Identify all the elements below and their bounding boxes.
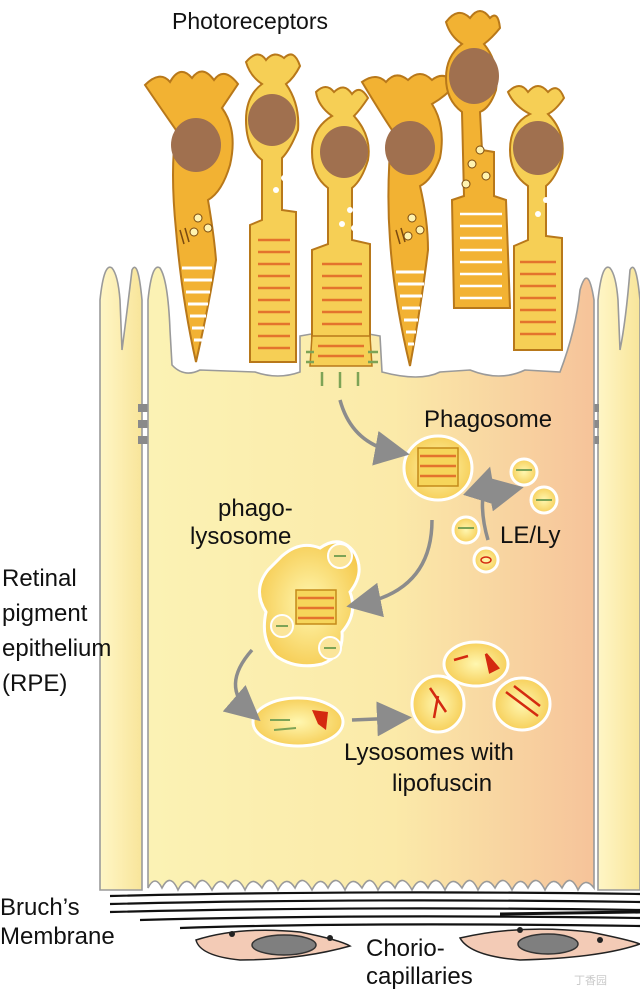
label-rpe-line3: epithelium — [2, 635, 111, 662]
label-rpe-line1: Retinal — [2, 565, 77, 592]
arrow-from-le-ly — [463, 466, 497, 541]
label-bruchs-line2: Membrane — [0, 923, 115, 950]
nucleus — [513, 121, 563, 175]
shed-disc-stack — [306, 335, 378, 388]
label-phagolysosome-line2: lysosome — [190, 523, 291, 550]
nucleus — [248, 94, 296, 146]
label-chorio-line2: capillaries — [366, 963, 473, 990]
label-lysosomes-line1: Lysosomes with — [344, 739, 514, 766]
label-phagolysosome-line1: phago- — [218, 495, 293, 522]
choriocapillaries — [195, 927, 640, 961]
lysosomes-with-lipofuscin — [410, 640, 552, 734]
late-endosome-lysosome-vesicles — [451, 457, 559, 574]
label-rpe-line2: pigment — [2, 600, 88, 627]
lysosome-intermediate — [251, 696, 345, 748]
photoreceptor-cone-2 — [360, 73, 458, 367]
process-arrows — [222, 399, 524, 737]
phagolysosome — [258, 540, 361, 668]
label-phagosome: Phagosome — [424, 406, 552, 433]
nucleus — [320, 126, 368, 178]
bruchs-membrane — [109, 891, 640, 930]
label-photoreceptors: Photoreceptors — [172, 8, 328, 34]
nucleus — [385, 121, 435, 175]
label-bruchs-line1: Bruch’s — [0, 894, 80, 921]
photoreceptor-cone-1 — [143, 70, 240, 363]
arrow-to-phagolysosome — [346, 519, 434, 618]
phagosome — [402, 434, 474, 502]
label-rpe-line4: (RPE) — [2, 670, 67, 697]
label-chorio-line1: Chorio- — [366, 935, 445, 962]
nucleus — [449, 48, 499, 104]
photoreceptor-rod-1 — [244, 53, 302, 363]
arrow-to-lysosome — [222, 648, 261, 722]
label-lysosomes-line2: lipofuscin — [392, 770, 492, 797]
nucleus — [171, 118, 221, 172]
label-le-ly: LE/Ly — [500, 522, 560, 549]
watermark: 丁香园 — [574, 974, 607, 987]
rpe-side-cell-left — [99, 266, 152, 891]
photoreceptor-rod-3 — [444, 10, 512, 309]
photoreceptor-rod-2 — [306, 86, 378, 388]
arrow-to-phagosome — [338, 399, 410, 466]
photoreceptor-rod-4 — [506, 85, 566, 351]
arrow-to-lipofuscin — [351, 701, 412, 737]
